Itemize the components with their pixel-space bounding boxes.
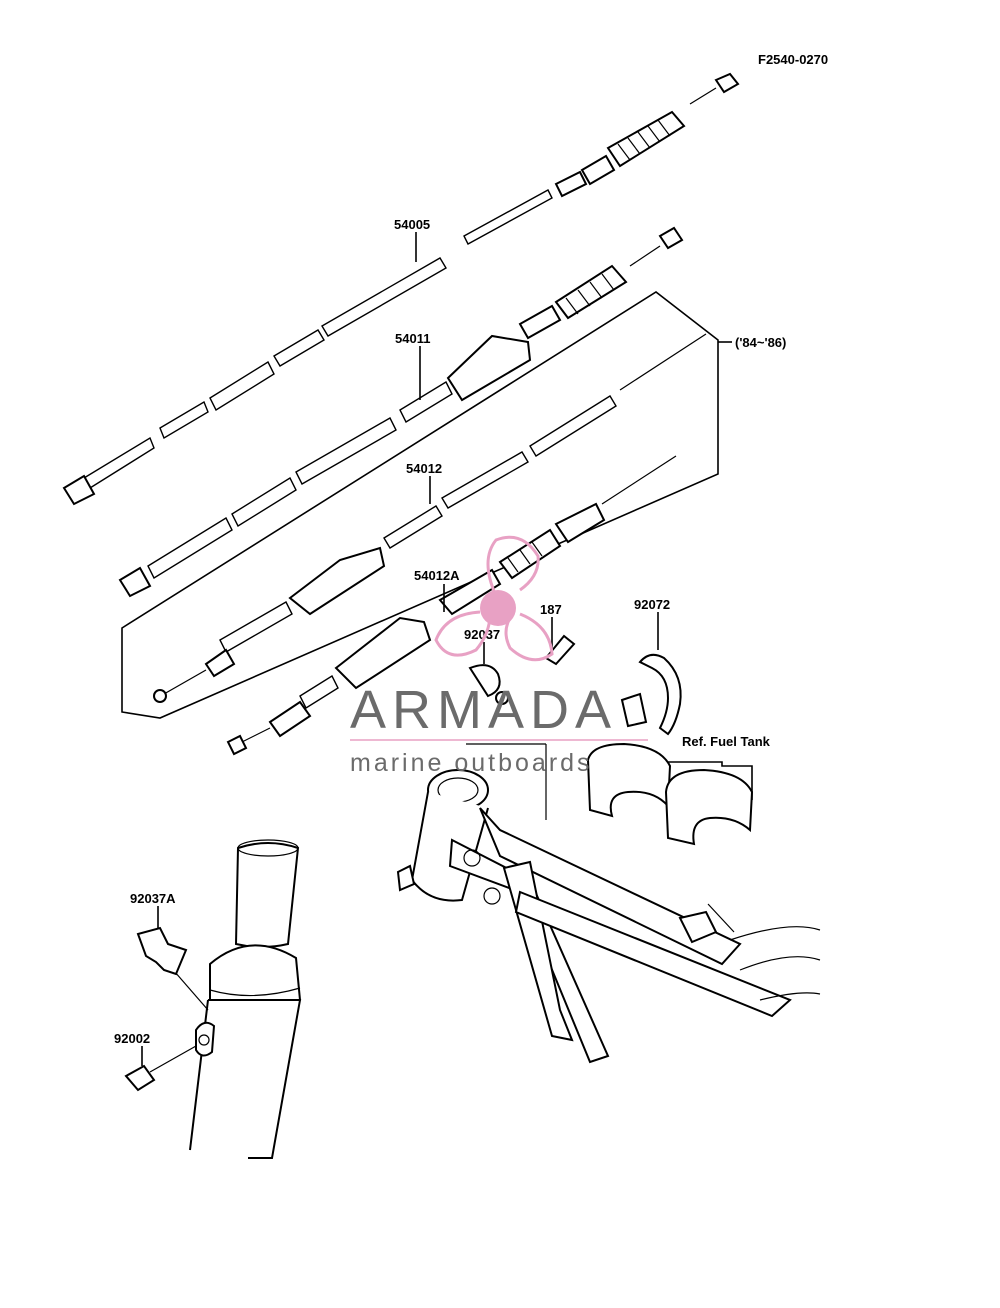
cable-54011 [118, 226, 684, 598]
watermark-brand: ARMADA [350, 680, 617, 740]
propeller-hub-icon [480, 590, 516, 626]
cable-54005 [62, 72, 740, 506]
year-range-label: ('84~'86) [735, 335, 786, 350]
label-92072: 92072 [634, 597, 670, 612]
leader-fuel-tank [668, 761, 753, 800]
cable-54012a [226, 455, 677, 756]
clamp-92037a [136, 926, 188, 976]
front-fork [167, 839, 302, 1159]
clamp-92037 [468, 664, 501, 698]
frame [396, 743, 821, 1064]
bolt-187 [544, 634, 576, 666]
year-range-box [121, 291, 719, 719]
ref-fuel-tank-label: Ref. Fuel Tank [682, 734, 771, 749]
fuel-tank-pad-right [664, 768, 754, 846]
label-92037a: 92037A [130, 891, 176, 906]
fuel-tank-pad-left [586, 742, 672, 818]
label-92002: 92002 [114, 1031, 150, 1046]
label-92037: 92037 [464, 627, 500, 642]
propeller-icon [434, 535, 554, 662]
label-54005: 54005 [394, 217, 430, 232]
clamp-eyelet [495, 691, 509, 705]
band-clip [620, 692, 648, 728]
label-54011: 54011 [395, 331, 430, 346]
cable-54012 [153, 333, 707, 703]
bolt-92002-shank [149, 1045, 197, 1073]
band-92072 [638, 653, 682, 736]
bolt-92002 [124, 1064, 156, 1092]
watermark-logo: ARMADA marine outboards [350, 535, 648, 777]
label-54012a: 54012A [414, 568, 460, 583]
watermark-tagline: marine outboards [350, 749, 593, 777]
figure-code: F2540-0270 [758, 52, 828, 67]
label-187: 187 [540, 602, 562, 617]
label-54012: 54012 [406, 461, 442, 476]
